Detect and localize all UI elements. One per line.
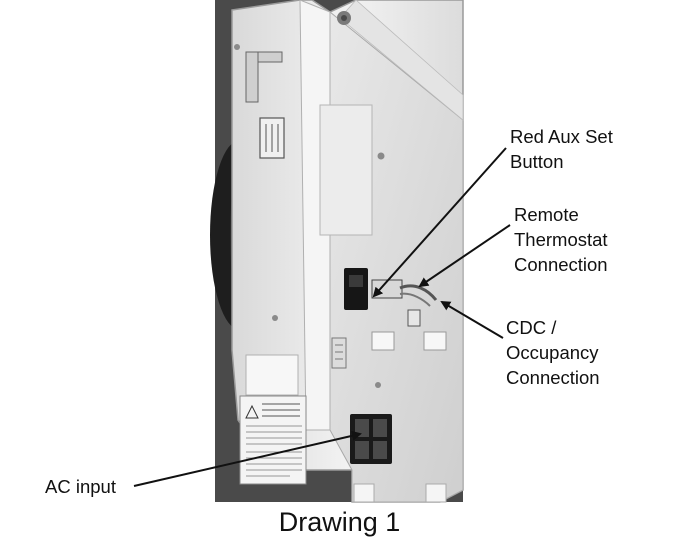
callout-remote-thermostat: Remote Thermostat Connection (514, 202, 608, 277)
ac-input-terminal (350, 414, 392, 464)
callout-red-aux-set-button: Red Aux Set Button (510, 124, 613, 174)
arrow-red-aux-set (372, 147, 507, 298)
arrow-cdc-occupancy (440, 300, 504, 339)
remote-thermostat-connector (371, 279, 438, 327)
callout-arrows (133, 147, 511, 487)
callout-line: Red Aux Set (510, 126, 613, 147)
callout-line: Thermostat (514, 229, 608, 250)
callout-line: AC input (45, 476, 116, 497)
arrow-remote-thermostat (418, 224, 511, 288)
arrow-ac-input (133, 430, 362, 487)
callout-cdc-occupancy: CDC / Occupancy Connection (506, 315, 600, 390)
callout-line: Occupancy (506, 342, 599, 363)
callout-line: Connection (506, 367, 600, 388)
lower-housing-box (245, 354, 299, 396)
control-panel (231, 0, 464, 503)
top-connectors (245, 51, 285, 159)
bottom-tabs (353, 483, 447, 503)
callout-line: Remote (514, 204, 579, 225)
callout-line: Connection (514, 254, 608, 275)
cdc-occupancy-connector (331, 331, 447, 369)
callout-line: CDC / (506, 317, 557, 338)
warning-label (239, 395, 307, 485)
figure-caption: Drawing 1 (278, 507, 401, 537)
red-aux-set-button (344, 268, 368, 310)
callout-line: Button (510, 151, 564, 172)
callout-ac-input: AC input (45, 474, 116, 499)
